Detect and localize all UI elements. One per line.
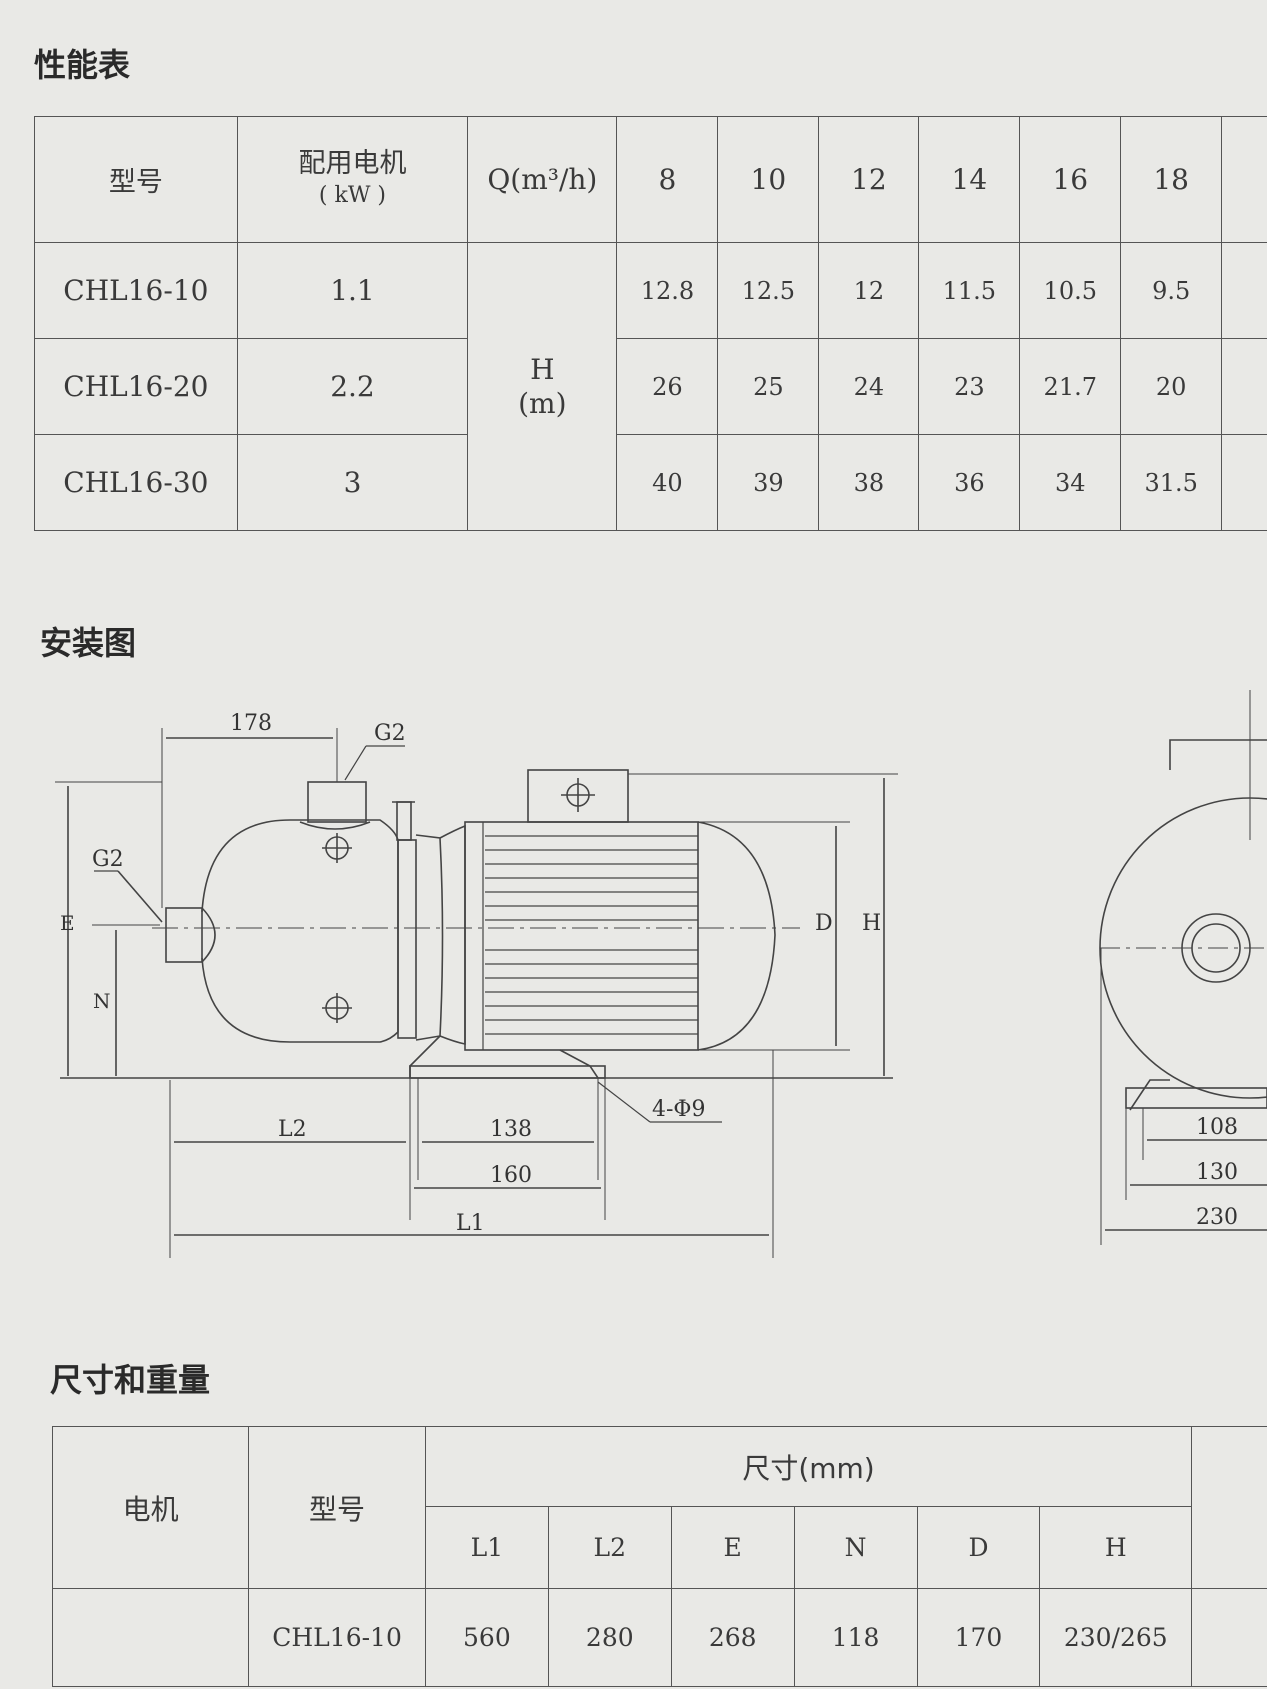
dim-108: 108 [1196, 1115, 1238, 1140]
row-value: 36 [918, 434, 1021, 531]
header-motor-line2: ( kW ) [318, 182, 387, 208]
dim-header-row-1: 电机 型号 尺寸(mm) [51, 1426, 1267, 1589]
label-holes: 4-Φ9 [652, 1097, 705, 1122]
header-model: 型号 [34, 116, 238, 243]
row-value: 24 [818, 338, 920, 435]
row-value-cut [1221, 242, 1267, 339]
dim-col: H [1039, 1506, 1193, 1589]
row-value: 230/265 [1039, 1588, 1193, 1687]
label-h: H [862, 911, 881, 936]
dim-col: L1 [424, 1506, 549, 1589]
installation-drawing: 178 G2 G2 E N D H 4-Φ9 L2 138 160 L1 108… [55, 690, 1267, 1258]
row-model: CHL16-10 [34, 242, 238, 339]
label-e: E [60, 911, 75, 935]
row-value: 26 [616, 338, 719, 435]
performance-section-title: 性能表 [34, 46, 131, 84]
label-l2: L2 [278, 1117, 307, 1142]
dimensions-section-title: 尺寸和重量 [50, 1361, 211, 1399]
row-value: 23 [918, 338, 1021, 435]
row-value: 38 [818, 434, 920, 531]
header-size: 尺寸(mm) [424, 1426, 1193, 1507]
row-motor [51, 1588, 250, 1687]
header-flow: Q(m³/h) [467, 116, 618, 243]
dim-230: 230 [1196, 1205, 1238, 1230]
row-value-cut [1221, 338, 1267, 435]
row-power: 2.2 [236, 338, 469, 435]
performance-table: 型号 配用电机 ( kW ) Q(m³/h) 8 10 12 14 16 18 … [34, 116, 1267, 531]
label-n: N [93, 989, 111, 1013]
head-label-line1: H [530, 352, 555, 386]
flow-col: 18 [1120, 116, 1223, 243]
dim-178: 178 [230, 711, 272, 736]
header-motor: 电机 [51, 1426, 250, 1589]
label-g2-top: G2 [374, 721, 406, 746]
row-value: 12.8 [616, 242, 719, 339]
dimensions-table: 电机 型号 尺寸(mm) L1 L2 E N D H CHL16-10 560 … [51, 1426, 1267, 1687]
flow-col: 12 [818, 116, 920, 243]
row-value: 39 [717, 434, 820, 531]
row-value: 12.5 [717, 242, 820, 339]
flow-col-cut [1221, 116, 1267, 243]
row-value: 12 [818, 242, 920, 339]
flow-col: 14 [918, 116, 1021, 243]
label-l1: L1 [456, 1211, 485, 1236]
performance-header-row: 型号 配用电机 ( kW ) Q(m³/h) 8 10 12 14 16 18 [34, 116, 1267, 243]
dim-col: L2 [547, 1506, 672, 1589]
row-value: 20 [1120, 338, 1223, 435]
row-power: 1.1 [236, 242, 469, 339]
dim-row: CHL16-10 560 280 268 118 170 230/265 [51, 1588, 1267, 1687]
dim-130: 130 [1196, 1160, 1238, 1185]
row-value: 11.5 [918, 242, 1021, 339]
row-value: 40 [616, 434, 719, 531]
row-value: 560 [424, 1588, 549, 1687]
row-value: 118 [793, 1588, 918, 1687]
row-weight-cut [1191, 1588, 1267, 1687]
head-label-line2: (m) [518, 386, 567, 420]
label-d: D [815, 911, 833, 936]
head-label: H (m) [467, 242, 618, 531]
row-model: CHL16-30 [34, 434, 238, 531]
row-value: 31.5 [1120, 434, 1223, 531]
row-value: 10.5 [1019, 242, 1122, 339]
row-value: 25 [717, 338, 820, 435]
header-motor-line1: 配用电机 [298, 147, 407, 179]
dim-160: 160 [490, 1163, 532, 1188]
row-value: 268 [670, 1588, 795, 1687]
row-model: CHL16-10 [248, 1588, 426, 1687]
dim-col: N [793, 1506, 918, 1589]
row-value: 280 [547, 1588, 672, 1687]
flow-col: 10 [717, 116, 820, 243]
performance-row: CHL16-20 2.2 26 25 24 23 21.7 20 [34, 338, 1267, 435]
header-motor: 配用电机 ( kW ) [236, 116, 469, 243]
dim-col: D [916, 1506, 1041, 1589]
row-value: 170 [916, 1588, 1041, 1687]
dim-col: E [670, 1506, 795, 1589]
row-value: 9.5 [1120, 242, 1223, 339]
performance-row: CHL16-10 1.1 H (m) 12.8 12.5 12 11.5 10.… [34, 242, 1267, 531]
dim-138: 138 [490, 1117, 532, 1142]
row-model: CHL16-20 [34, 338, 238, 435]
row-value-cut [1221, 434, 1267, 531]
row-value: 34 [1019, 434, 1122, 531]
flow-col: 16 [1019, 116, 1122, 243]
label-g2-side: G2 [92, 847, 124, 872]
installation-section-title: 安装图 [40, 624, 137, 662]
header-model: 型号 [248, 1426, 426, 1589]
header-weight-cut [1191, 1426, 1267, 1589]
row-value: 21.7 [1019, 338, 1122, 435]
row-power: 3 [236, 434, 469, 531]
flow-col: 8 [616, 116, 719, 243]
performance-row: CHL16-30 3 40 39 38 36 34 31.5 [34, 434, 1267, 531]
